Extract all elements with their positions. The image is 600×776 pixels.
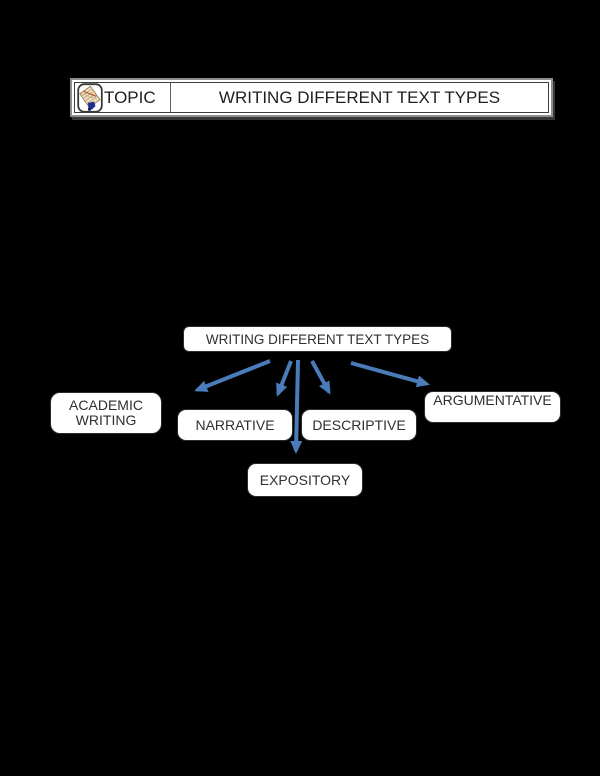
topic-label: TOPIC <box>104 87 156 107</box>
arrow-to-expository <box>290 359 303 454</box>
node-descriptive: DESCRIPTIVE <box>301 409 417 441</box>
node-writing-different-text-types: WRITING DIFFERENT TEXT TYPES <box>183 326 452 352</box>
arrow-to-academic-writing <box>194 359 271 392</box>
node-academic-writing: ACADEMIC WRITING <box>50 392 162 434</box>
arrow-to-narrative <box>276 360 293 397</box>
arrow-to-argumentative <box>350 361 430 388</box>
topic-label-cell: TOPIC <box>75 83 171 113</box>
topic-header-inner: TOPIC WRITING DIFFERENT TEXT TYPES <box>74 82 549 113</box>
writing-notes-icon <box>77 83 103 113</box>
node-argumentative: ARGUMENTATIVE <box>424 391 561 423</box>
topic-title: WRITING DIFFERENT TEXT TYPES <box>218 87 501 107</box>
node-academic-line1: ACADEMIC <box>69 397 143 413</box>
node-narrative: NARRATIVE <box>177 409 293 441</box>
topic-header-table: TOPIC WRITING DIFFERENT TEXT TYPES <box>70 78 553 117</box>
topic-title-cell: WRITING DIFFERENT TEXT TYPES <box>171 83 548 112</box>
node-expository: EXPOSITORY <box>247 463 363 497</box>
node-academic-line2: WRITING <box>75 412 137 428</box>
arrow-to-descriptive <box>310 360 331 395</box>
